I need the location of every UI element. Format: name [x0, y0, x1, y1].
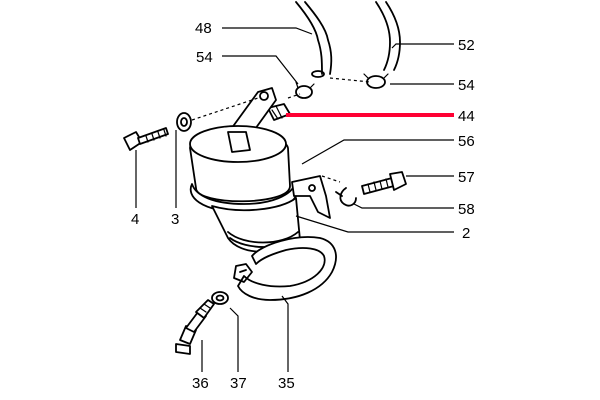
callout-44: 44 [458, 108, 475, 125]
bolt-36 [175, 299, 215, 355]
callout-48: 48 [195, 20, 212, 37]
hose-52 [375, 1, 401, 71]
callout-58: 58 [458, 201, 475, 218]
lock-clip-58 [335, 187, 357, 207]
heat-shield-35 [233, 236, 337, 301]
hose-clamp-54-right [363, 73, 389, 89]
hose-clamp-54-left [295, 81, 315, 99]
callout-54-right: 54 [458, 77, 475, 94]
bolt-4 [123, 127, 169, 151]
washer-3 [176, 112, 192, 132]
hose-48 [295, 1, 333, 78]
callout-57: 57 [458, 169, 475, 186]
callout-3: 3 [171, 211, 179, 228]
callout-56: 56 [458, 133, 475, 150]
washer-37 [211, 291, 229, 305]
callout-2: 2 [462, 225, 470, 242]
callout-54-left: 54 [196, 49, 213, 66]
leader-lines [135, 27, 454, 372]
callout-36: 36 [192, 375, 209, 392]
callout-4: 4 [131, 211, 139, 228]
callout-52: 52 [458, 37, 475, 54]
callout-37: 37 [230, 375, 247, 392]
catalytic-converter-2 [189, 125, 331, 253]
callout-35: 35 [278, 375, 295, 392]
bolt-57 [361, 171, 407, 195]
